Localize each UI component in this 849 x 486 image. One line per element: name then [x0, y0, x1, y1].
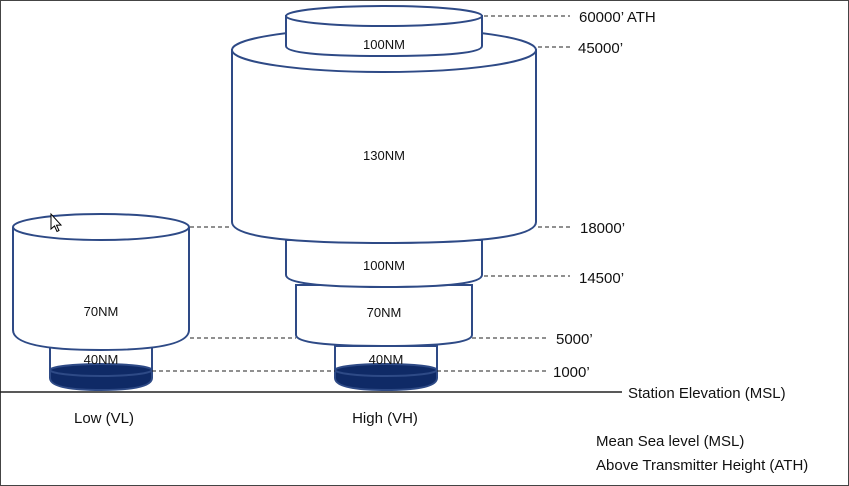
high-100nm-top-label: 100NM [363, 37, 405, 52]
high-70nm-cylinder: 70NM [295, 284, 473, 348]
high-100nm-mid-cylinder: 100NM [285, 239, 483, 289]
low-70nm-cylinder: 70NM [12, 213, 190, 352]
category-high-label: High (VH) [352, 410, 418, 427]
low-70nm-label: 70NM [84, 304, 119, 319]
altitude-18000: 18000’ [580, 220, 625, 237]
low-40nm-cylinder: 40NM [49, 345, 153, 392]
legend-ath: Above Transmitter Height (ATH) [596, 457, 808, 474]
high-40nm-label: 40NM [369, 352, 404, 367]
mouse-cursor-icon [50, 212, 63, 233]
legend-msl: Mean Sea level (MSL) [596, 433, 744, 450]
high-40nm-cylinder: 40NM [334, 345, 438, 392]
high-100nm-mid-label: 100NM [363, 258, 405, 273]
altitude-14500: 14500’ [579, 270, 624, 287]
high-130nm-cylinder: 130NM [231, 27, 537, 245]
low-40nm-label: 40NM [84, 352, 119, 367]
altitude-5000: 5000’ [556, 331, 593, 348]
altitude-1000: 1000’ [553, 364, 590, 381]
category-low-label: Low (VL) [74, 410, 134, 427]
station-elevation-label: Station Elevation (MSL) [628, 385, 786, 402]
altitude-45000: 45000’ [578, 40, 623, 57]
high-70nm-label: 70NM [367, 305, 402, 320]
high-130nm-label: 130NM [363, 148, 405, 163]
altitude-60000-ath: 60000’ ATH [579, 9, 656, 26]
high-100nm-top-cylinder: 100NM [285, 5, 483, 58]
